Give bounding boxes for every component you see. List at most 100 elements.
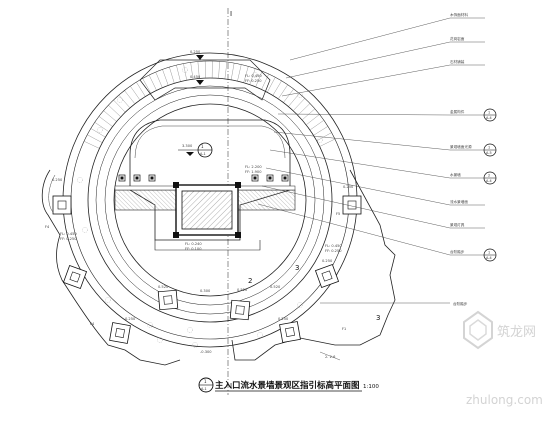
- bottom-ref: 2. 2-6: [325, 355, 336, 359]
- step-tick: [298, 103, 310, 115]
- level-center-ff: FF: 1.900: [245, 170, 262, 174]
- level-center-fl: FL: 2.200: [245, 165, 262, 169]
- light-fixtures: [119, 175, 288, 181]
- step-tick: [99, 116, 113, 126]
- callout-label: 花岗岩面: [450, 36, 465, 41]
- level-center-fl2: FL: 0.240: [185, 242, 202, 246]
- light-core: [121, 177, 124, 180]
- planter-box: [280, 322, 301, 343]
- planter-outer: [53, 196, 71, 214]
- step-tick: [130, 86, 140, 100]
- step-tick: [156, 72, 163, 88]
- planter-box: [110, 323, 131, 344]
- zone-number: 3: [295, 264, 299, 272]
- step-tick: [84, 141, 99, 148]
- step-tick: [225, 62, 227, 79]
- planter-box: [158, 290, 178, 310]
- watermark-cn: 筑龙网: [497, 324, 536, 340]
- zone-label: F4: [45, 225, 49, 229]
- watermark: 筑龙网 zhulong.com: [464, 312, 543, 407]
- light-core: [136, 177, 139, 180]
- step-tick: [205, 61, 206, 78]
- step-tick: [136, 82, 145, 96]
- level-marker-icon: [196, 55, 204, 60]
- callout-label: 景观灯具: [450, 222, 465, 227]
- step-tick: [95, 122, 109, 132]
- step-tick: [237, 65, 241, 82]
- zone-label: F4: [90, 322, 94, 326]
- callout-symbol-sub: A-4: [486, 256, 492, 260]
- planter-box: [53, 196, 71, 214]
- planter-outer: [158, 290, 178, 310]
- level-center-ff2: FF: 0.100: [185, 247, 202, 251]
- step-tick: [119, 95, 130, 108]
- section-mark-top: I: [230, 10, 232, 18]
- step-tick: [231, 63, 234, 80]
- level-right-lower: 0.250: [322, 259, 333, 263]
- level-marker-icon: [186, 152, 194, 156]
- step-tick: [267, 77, 275, 92]
- paving-mark: [148, 323, 153, 328]
- step-tick: [310, 120, 324, 130]
- paving-mark: [118, 98, 123, 103]
- step-tick: [278, 85, 288, 99]
- paving-mark: [188, 328, 193, 333]
- light-core: [254, 177, 257, 180]
- leader-line: [286, 42, 450, 78]
- pool-front: [155, 240, 260, 250]
- planter-outer: [230, 300, 250, 320]
- callout-label: 流水景墙面: [450, 199, 468, 204]
- zone-label: F1: [342, 327, 346, 331]
- pavilion-column: [173, 182, 179, 188]
- level-center-left: 3.300: [182, 144, 193, 148]
- planter-outer: [343, 196, 361, 214]
- level-right-box: 0.250: [343, 185, 354, 189]
- pavilion-column: [173, 232, 179, 238]
- step-tick: [162, 69, 168, 85]
- callout-label: 台阶踏步: [450, 249, 465, 254]
- level-bottom-a: 0.520: [158, 285, 169, 289]
- title-badge-sub: A-1: [201, 387, 207, 391]
- planter-outer: [315, 264, 338, 287]
- leader-line: [278, 114, 450, 115]
- step-tick: [283, 89, 293, 103]
- planter-outer: [280, 322, 301, 343]
- callout-symbol-num: 1: [488, 146, 490, 150]
- paving-mark: [106, 298, 111, 303]
- step-tick: [124, 90, 134, 103]
- step-tick: [288, 94, 299, 107]
- paving-mark: [298, 303, 303, 308]
- callout-symbol-sub: A-4: [486, 179, 492, 183]
- step-tick: [219, 61, 220, 78]
- level-bottom-d: 0.520: [270, 285, 281, 289]
- level-top-outer: 0.250: [190, 50, 201, 54]
- zone-number: 2: [248, 277, 252, 285]
- drawing-title: 主入口流水景墙景观区指引标高平面图: [215, 380, 360, 391]
- planter-box: [343, 196, 361, 214]
- center-badge-sub: A-1: [200, 152, 206, 156]
- level-left-upper: 0.250: [52, 178, 63, 182]
- pavilion-inner: [182, 191, 232, 229]
- callout-symbol-sub: A-4: [486, 116, 492, 120]
- planter-outer: [63, 265, 86, 288]
- pavilion-column: [235, 232, 241, 238]
- callout-symbol-num: 1: [488, 111, 490, 115]
- planter-box: [315, 264, 338, 287]
- level-bottom-left-box: 0.250: [125, 317, 136, 321]
- planter-box: [230, 300, 250, 320]
- step-arcs: [84, 61, 335, 148]
- light-core: [269, 177, 272, 180]
- callout-symbol-num: 1: [488, 251, 490, 255]
- watermark-en: zhulong.com: [466, 393, 543, 407]
- paving-mark: [98, 128, 103, 133]
- step-tick: [108, 105, 120, 117]
- light-core: [151, 177, 154, 180]
- level-mid-left-ff: FF: 0.250: [60, 237, 77, 241]
- level-right-fl: FL: 0.450: [325, 244, 342, 248]
- drawing-scale: 1:100: [363, 384, 379, 390]
- callout-label: 景观墙面光源: [450, 144, 472, 149]
- step-tick: [262, 74, 269, 89]
- step-tick: [313, 126, 327, 135]
